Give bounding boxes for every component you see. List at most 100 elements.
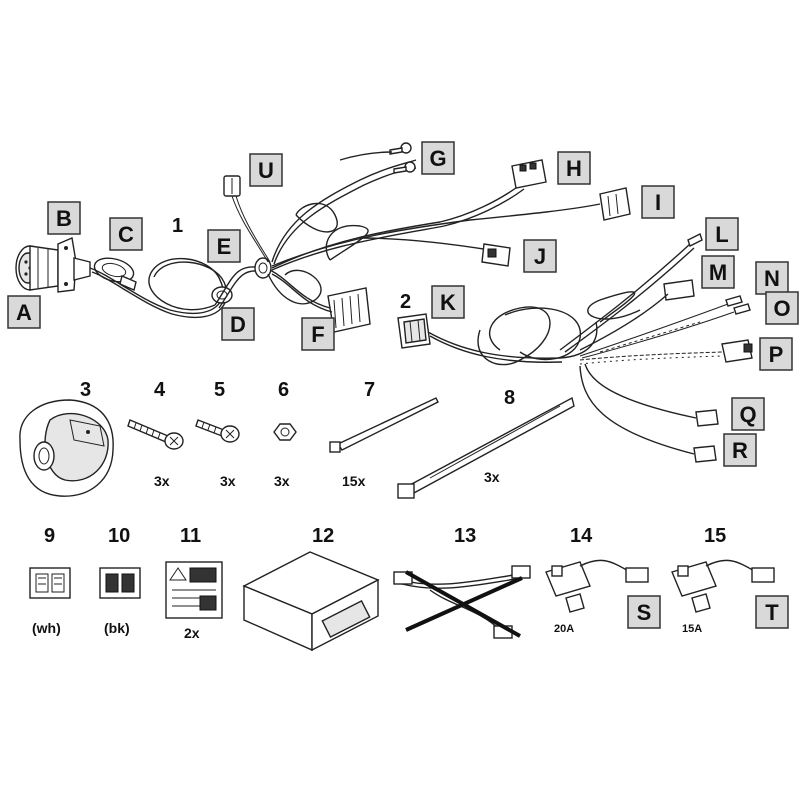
part-4-screw [127,419,184,450]
quantity-part-4: 3x [154,473,170,489]
part-10-connector [99,567,141,599]
callout-e-letter: E [217,234,232,259]
part-number-11: 11 [180,525,201,547]
terminal-l [687,233,703,247]
callout-g-letter: G [429,146,446,171]
terminals-n-o [579,295,751,359]
part-11-label [165,561,223,619]
part-number-7: 7 [364,379,375,401]
quantity-part-6: 3x [274,473,290,489]
callout-u-letter: U [258,158,274,183]
part-6-nut [273,423,297,441]
callout-l: L [705,217,739,251]
grommet-e [254,257,272,279]
callout-r: R [723,433,757,467]
callout-n: N [755,261,789,295]
callout-j-letter: J [534,244,546,269]
callout-s: S [627,595,661,629]
connector-k [397,313,431,349]
part-number-4: 4 [154,379,166,401]
callout-l-letter: L [715,222,728,247]
part-number-6: 6 [278,379,289,401]
part-number-8: 8 [504,387,515,409]
part-number-labels: 1 2 3 4 5 6 7 8 9 10 11 12 13 14 15 [44,215,726,547]
callout-m: M [701,255,735,289]
part-3-socket [19,399,114,497]
grommet-c [93,257,135,283]
part-number-10: 10 [108,525,130,547]
quantity-part-11: 2x [184,625,200,641]
part-number-3: 3 [80,379,91,401]
callout-m-letter: M [709,260,727,285]
callout-o: O [765,291,799,325]
part-number-15: 15 [704,525,726,547]
part-8-cable-tie [397,396,575,499]
quantity-part-7: 15x [342,473,366,489]
callout-k-letter: K [440,290,456,315]
part-12-module [242,551,380,652]
socket-plug-a [15,245,59,291]
connector-h [511,159,547,189]
callout-o-letter: O [773,296,790,321]
connector-j [481,243,511,267]
quantity-labels: 3x 3x 3x 15x 3x (wh) (bk) 2x 20A 15A [32,469,702,641]
harness-1 [15,142,631,333]
part-5-screw [195,419,240,443]
ring-terminals-g [389,142,416,174]
callout-b-letter: B [56,206,72,231]
callout-g: G [421,141,455,175]
callout-j: J [523,239,557,273]
part-number-12: 12 [312,525,334,547]
callout-h: H [557,151,591,185]
note-part-9: (wh) [32,620,61,636]
callout-q-letter: Q [739,402,756,427]
callout-d-letter: D [230,312,246,337]
callout-n-letter: N [764,266,780,291]
part-15-fuse-tap [671,559,775,613]
part-number-13: 13 [454,525,476,547]
connector-m [663,279,695,301]
callout-t: T [755,595,789,629]
callout-c: C [109,217,143,251]
callout-c-letter: C [118,222,134,247]
part-number-5: 5 [214,379,225,401]
rating-part-15: 15A [682,623,702,635]
part-9-connector [29,567,71,599]
callout-p: P [759,337,793,371]
callout-h-letter: H [566,156,582,181]
connector-r [579,365,717,463]
part-13-cable [393,565,531,639]
callout-k: K [431,285,465,319]
callout-s-letter: S [637,600,652,625]
connector-p [579,339,753,365]
harness-2 [397,233,753,463]
part-number-9: 9 [44,525,55,547]
callout-e: E [207,229,241,263]
quantity-part-8: 3x [484,469,500,485]
callout-i: I [641,185,675,219]
callout-q: Q [731,397,765,431]
callout-i-letter: I [655,190,661,215]
note-part-10: (bk) [104,620,130,636]
callout-b: B [47,201,81,235]
callout-t-letter: T [765,600,779,625]
callout-p-letter: P [769,342,784,367]
callout-r-letter: R [732,438,748,463]
callout-a-letter: A [16,300,32,325]
connector-i [599,187,631,221]
part-14-fuse-tap [545,559,649,613]
callout-a: A [7,295,41,329]
part-7-cable-tie [329,397,439,453]
part-number-1: 1 [172,215,183,237]
callout-f-letter: F [311,322,324,347]
part-number-2: 2 [400,291,411,313]
connector-u [223,175,241,197]
callout-u: U [249,153,283,187]
part-number-14: 14 [570,525,593,547]
callout-f: F [301,317,335,351]
connector-q [584,363,719,427]
callout-d: D [221,307,255,341]
quantity-part-5: 3x [220,473,236,489]
rating-part-14: 20A [554,623,574,635]
